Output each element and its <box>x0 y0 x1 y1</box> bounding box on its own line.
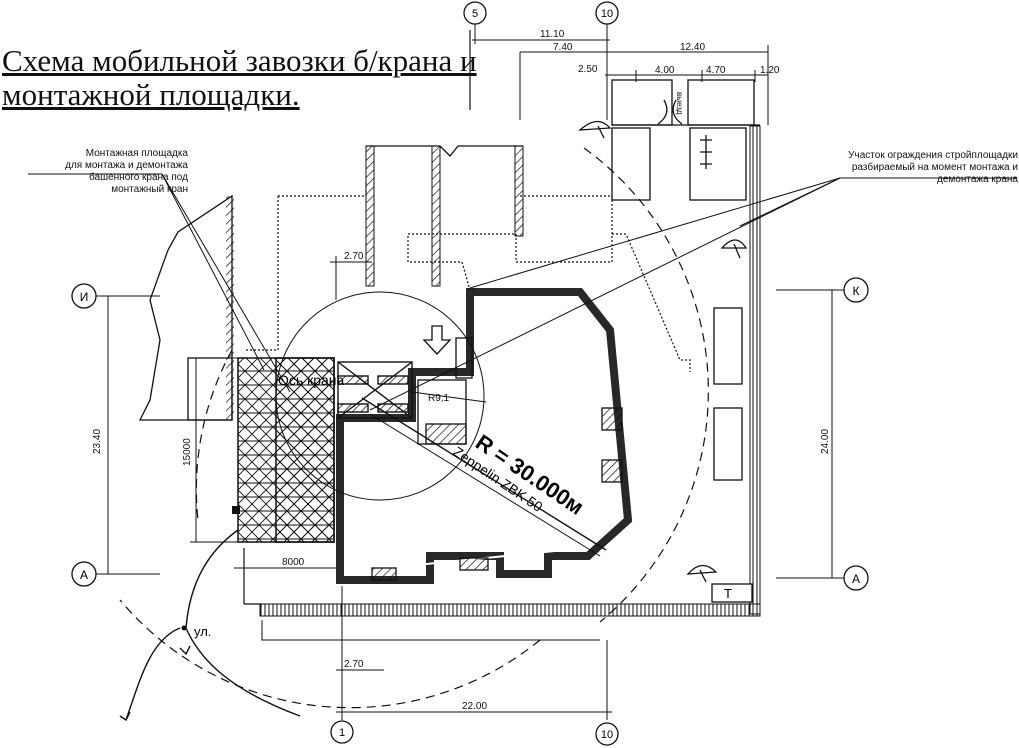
dim-2-70-bottom: 2.70 <box>344 659 364 670</box>
crane-reach-arc-west <box>195 349 233 521</box>
title-line-2: монтажной площадки. <box>2 77 300 112</box>
axis-K-marker: К <box>776 277 869 303</box>
dim-2-70-top: 2.70 <box>344 251 364 262</box>
left-note-line: Монтажная площадка <box>85 148 188 159</box>
axis-1-marker: 1 <box>330 720 354 744</box>
dim-15000: 15000 <box>182 438 193 466</box>
axis-A-right-label: А <box>852 572 860 586</box>
axis-I-label: И <box>80 290 89 304</box>
right-note-line: разбираемый на момент монтажа и <box>851 162 1018 173</box>
building-stair-core <box>371 325 623 581</box>
neighbour-wall-hatch <box>226 196 234 420</box>
lamp-post-icon <box>578 120 748 583</box>
dim-12-40: 12.40 <box>680 42 705 53</box>
crane-r9-line <box>411 391 487 403</box>
dim-7-40: 7.40 <box>553 42 573 53</box>
dim-23-40: 23.40 <box>92 429 103 454</box>
dim-11-10: 11.10 <box>540 29 565 40</box>
left-note-line: монтажный кран <box>111 184 188 195</box>
axis-A-left-marker: А <box>71 561 160 587</box>
dim-2-50: 2.50 <box>578 64 598 75</box>
site-entrance <box>611 79 760 126</box>
axis-K-label: К <box>853 284 860 298</box>
parking-blocks <box>713 307 743 481</box>
existing-building-top-right <box>611 127 747 201</box>
left-note-line: для монтажа и демонтажа <box>65 160 188 171</box>
crane-reach-small <box>275 291 485 501</box>
axis-10-top-label: 10 <box>601 8 613 20</box>
crane-axis-label: Ось крана <box>278 372 345 388</box>
dim-8000: 8000 <box>282 557 305 568</box>
right-note: Участок ограждения стройплощадки разбира… <box>822 150 1018 186</box>
crane-jib <box>361 397 607 551</box>
neighbour-building-left <box>138 194 233 421</box>
south-boundary-wall <box>259 603 761 617</box>
crane-reach-large <box>119 147 709 709</box>
axis-5-label: 5 <box>472 8 478 20</box>
crane-jib-2 <box>369 413 601 557</box>
exit-label: выезд <box>675 92 684 115</box>
title-line-1: Схема мобильной завозки б/крана и <box>2 43 477 78</box>
dim-4-70: 4.70 <box>706 65 726 76</box>
transformer-box: Т <box>711 583 753 603</box>
axis-A-right-marker: А <box>776 565 869 591</box>
left-note: Монтажная площадка для монтажа и демонта… <box>28 148 188 196</box>
axis-10-bottom-label: 10 <box>601 729 613 741</box>
drawing-title: Схема мобильной завозки б/крана и монтаж… <box>2 43 477 112</box>
radius-9-1-label: R9,1 <box>428 393 450 404</box>
right-note-line: Участок ограждения стройплощадки <box>848 150 1018 161</box>
axis-10-bottom-marker: 10 <box>595 722 619 746</box>
dim-1-20: 1.20 <box>760 65 780 76</box>
left-note-line: башенного крана под <box>89 172 188 183</box>
crane-base <box>337 361 413 419</box>
axis-I-marker: И <box>71 283 160 309</box>
axis-A-left-label: А <box>80 568 88 582</box>
dim-4-00: 4.00 <box>655 65 675 76</box>
dim-22-00: 22.00 <box>462 701 487 712</box>
transformer-label: Т <box>724 586 732 601</box>
note-leaders <box>28 173 1016 411</box>
assembly-platform <box>232 357 335 543</box>
axis-1-label: 1 <box>339 727 345 739</box>
axis-10-top-marker: 10 <box>595 1 619 120</box>
east-boundary-wall <box>749 125 761 615</box>
top-dimensions <box>472 39 769 125</box>
right-note-line: демонтажа крана <box>937 174 1018 185</box>
street-point <box>181 625 187 631</box>
dim-24-00: 24.00 <box>820 429 831 454</box>
neighbour-block <box>187 357 233 421</box>
crane-access-route <box>119 529 301 722</box>
adjacent-building-walls <box>365 145 524 287</box>
route-dashed <box>261 620 600 641</box>
street-label: ул. <box>194 624 211 639</box>
axis-5-marker: 5 <box>463 1 487 44</box>
